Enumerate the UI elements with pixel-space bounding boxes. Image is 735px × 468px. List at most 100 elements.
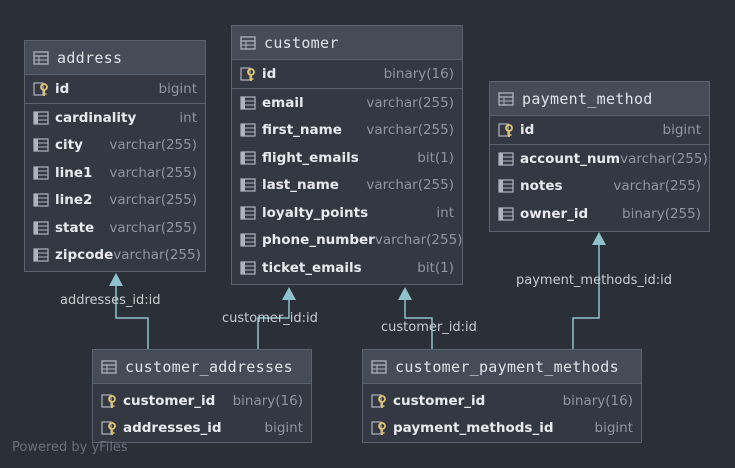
table-payment-method[interactable]: payment_method id bigint account_num var…	[489, 81, 710, 232]
column-row[interactable]: line2 varchar(255)	[25, 187, 205, 215]
column-row[interactable]: cardinality int	[25, 104, 205, 132]
key-icon	[101, 394, 116, 408]
column-name: city	[55, 137, 83, 154]
key-icon	[371, 394, 386, 408]
table-icon	[101, 359, 117, 374]
relation-label-addresses: addresses_id:id	[60, 293, 161, 308]
arrowhead-payment-method	[592, 232, 606, 245]
column-name: phone_number	[262, 232, 375, 249]
column-row-key[interactable]: payment_methods_id bigint	[363, 415, 641, 443]
relation-label-payment-methods: payment_methods_id:id	[516, 273, 672, 288]
table-title: customer_addresses	[125, 357, 293, 376]
column-type: varchar(255)	[366, 122, 454, 139]
table-title: address	[57, 48, 123, 67]
table-header[interactable]: customer_payment_methods	[363, 350, 641, 384]
column-row-pk[interactable]: id binary(16)	[232, 60, 462, 89]
column-row-key[interactable]: customer_id binary(16)	[363, 387, 641, 415]
table-address[interactable]: address id bigint cardinality int city v…	[24, 40, 206, 272]
column-name: customer_id	[393, 392, 486, 409]
column-row[interactable]: owner_id binary(255)	[490, 200, 709, 228]
column-row[interactable]: loyalty_points int	[232, 199, 462, 227]
column-name: customer_id	[123, 392, 216, 409]
column-icon	[498, 179, 514, 193]
column-row[interactable]: ticket_emails bit(1)	[232, 254, 462, 282]
column-type: bigint	[594, 420, 634, 437]
column-name: state	[55, 219, 95, 236]
table-header[interactable]: customer_addresses	[93, 350, 311, 384]
primary-key-icon	[240, 67, 255, 81]
column-type: varchar(255)	[109, 164, 197, 181]
column-type: varchar(255)	[620, 150, 708, 167]
table-header[interactable]: payment_method	[490, 82, 709, 116]
connector-payment-methods	[572, 244, 600, 350]
table-title: payment_method	[522, 89, 653, 108]
table-customer[interactable]: customer id binary(16) email varchar(255…	[231, 25, 463, 285]
column-row[interactable]: first_name varchar(255)	[232, 117, 462, 145]
column-name: zipcode	[55, 247, 114, 264]
column-row[interactable]: email varchar(255)	[232, 89, 462, 117]
table-customer-payment-methods[interactable]: customer_payment_methods customer_id bin…	[362, 349, 642, 443]
column-row-key[interactable]: addresses_id bigint	[93, 415, 311, 443]
arrowhead-address	[109, 273, 123, 286]
key-icon	[101, 421, 116, 436]
column-type: varchar(255)	[366, 94, 454, 111]
column-icon	[240, 233, 256, 247]
column-icon	[33, 138, 49, 152]
arrowhead-customer-left	[282, 287, 296, 300]
connector-customer-addresses	[257, 298, 290, 350]
column-row-pk[interactable]: id bigint	[25, 75, 205, 104]
column-row[interactable]: line1 varchar(255)	[25, 159, 205, 187]
column-row[interactable]: phone_number varchar(255)	[232, 227, 462, 255]
column-type: bit(1)	[417, 259, 454, 276]
column-row[interactable]: last_name varchar(255)	[232, 172, 462, 200]
column-row[interactable]: account_num varchar(255)	[490, 145, 709, 173]
column-icon	[33, 111, 49, 125]
column-name: owner_id	[520, 205, 589, 222]
column-type: int	[179, 109, 197, 126]
column-row[interactable]: notes varchar(255)	[490, 173, 709, 201]
column-row[interactable]: zipcode varchar(255)	[25, 242, 205, 270]
column-name: email	[262, 94, 304, 111]
column-icon	[498, 152, 514, 166]
column-row-key[interactable]: customer_id binary(16)	[93, 387, 311, 415]
column-icon	[33, 248, 49, 262]
column-type: bigint	[158, 81, 198, 97]
watermark: Powered by yFiles	[12, 440, 128, 455]
column-type: varchar(255)	[366, 177, 454, 194]
table-header[interactable]: customer	[232, 26, 462, 60]
column-name: id	[520, 122, 535, 138]
column-name: loyalty_points	[262, 204, 369, 221]
column-row[interactable]: city varchar(255)	[25, 132, 205, 160]
primary-key-icon	[33, 82, 48, 96]
column-row[interactable]: flight_emails bit(1)	[232, 144, 462, 172]
table-title: customer	[264, 33, 339, 52]
column-type: varchar(255)	[613, 178, 701, 195]
column-icon	[240, 123, 256, 137]
table-customer-addresses[interactable]: customer_addresses customer_id binary(16…	[92, 349, 312, 443]
column-name: line1	[55, 164, 93, 181]
column-name: account_num	[520, 150, 621, 167]
column-name: id	[55, 81, 70, 97]
column-icon	[240, 178, 256, 192]
table-icon	[371, 359, 387, 374]
arrowhead-customer-right	[398, 287, 412, 300]
column-icon	[240, 206, 256, 220]
column-name: last_name	[262, 177, 339, 194]
table-icon	[498, 91, 514, 106]
column-type: varchar(255)	[109, 137, 197, 154]
column-type: binary(255)	[622, 205, 701, 222]
column-name: cardinality	[55, 109, 137, 126]
column-type: bigint	[264, 420, 304, 437]
column-row[interactable]: state varchar(255)	[25, 214, 205, 242]
column-name: ticket_emails	[262, 259, 362, 276]
column-icon	[240, 96, 256, 110]
table-header[interactable]: address	[25, 41, 205, 75]
column-row-pk[interactable]: id bigint	[490, 116, 709, 145]
column-name: addresses_id	[123, 420, 222, 437]
table-icon	[240, 35, 256, 50]
relation-label-customer-addresses: customer_id:id	[222, 311, 318, 326]
column-icon	[33, 193, 49, 207]
table-title: customer_payment_methods	[395, 357, 619, 376]
column-type: binary(16)	[383, 66, 454, 82]
